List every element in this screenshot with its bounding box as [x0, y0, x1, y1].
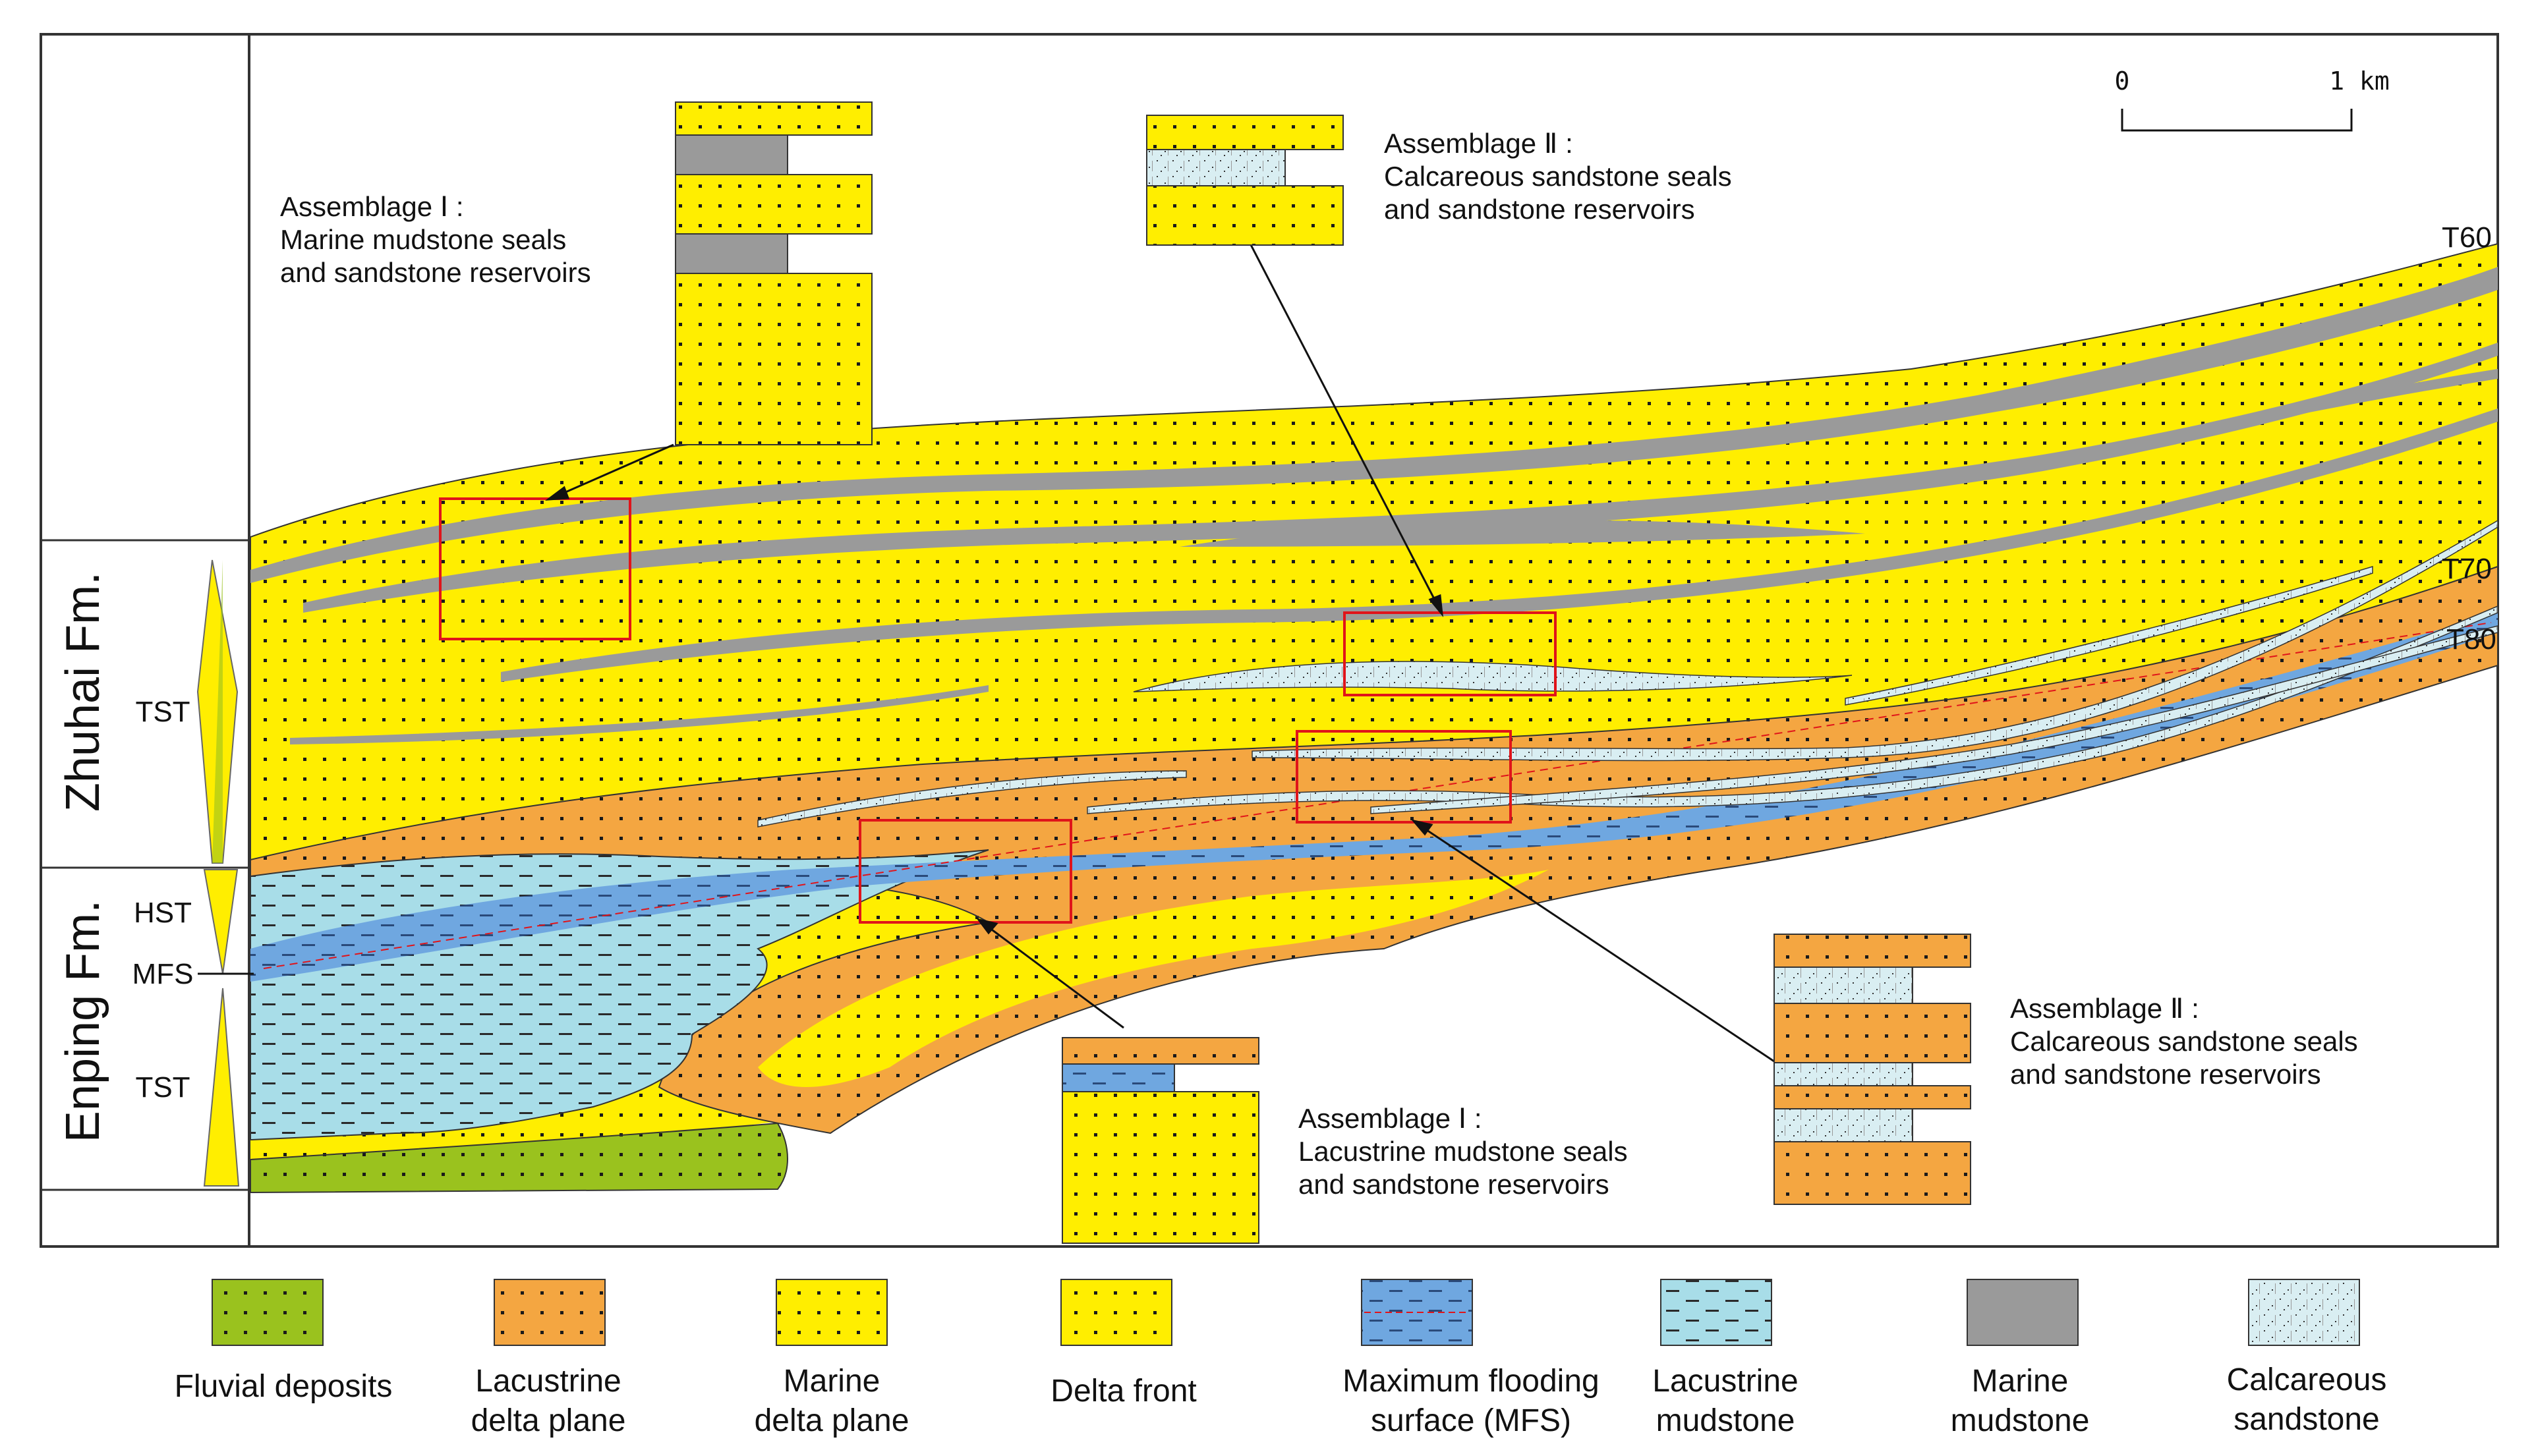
calcareous-sandstone-lens	[1370, 625, 2498, 814]
legend-item-delta-front: Delta front	[1051, 1279, 1197, 1409]
marine-mudstone-streak	[2076, 369, 2498, 461]
zhuhai-tst-wedge-shade	[212, 560, 223, 863]
scale-bar-end-label: 1 km	[2329, 67, 2390, 96]
legend-label: delta plane	[755, 1403, 909, 1438]
legend-label: sandstone	[2233, 1402, 2380, 1437]
legend-label: Lacustrine	[1652, 1364, 1798, 1399]
marine-mudstone-streak	[303, 343, 2498, 613]
assemblage-line: Calcareous sandstone seals	[2010, 1026, 2358, 1057]
fluvial-base	[250, 1122, 788, 1194]
assemblage-title: Assemblage Ⅰ :	[1298, 1103, 1482, 1134]
calcareous-sandstone-lens	[1252, 519, 2498, 762]
legend-item-mfs: Maximum flooding surface (MFS)	[1342, 1279, 1599, 1438]
assemblage-line: Calcareous sandstone seals	[1384, 161, 1732, 192]
calcareous-sandstone-lens	[1133, 661, 1853, 692]
enping-hst-wedge	[203, 869, 239, 974]
assemblage-label-2-top: Assemblage Ⅱ : Calcareous sandstone seal…	[1384, 128, 1732, 225]
assemblage-title: Assemblage Ⅱ :	[2010, 993, 2199, 1024]
assemblage-line: Lacustrine mudstone seals	[1298, 1136, 1628, 1167]
enping-formation-label: Enping Fm.	[57, 900, 109, 1142]
highlight-box-marine-assemblage-1	[439, 497, 631, 640]
legend-label: mudstone	[1656, 1403, 1795, 1438]
cross-section-body	[250, 242, 2498, 1194]
marine-mudstone-streak	[1180, 520, 1865, 547]
legend-label: Marine	[1972, 1364, 2069, 1399]
legend-item-marine-mudstone: Marine mudstone	[1951, 1279, 2090, 1438]
enping-delta-lobe	[758, 870, 1549, 1087]
legend-item-fluvial: Fluvial deposits	[175, 1279, 393, 1404]
horizon-t70-label: T70	[2442, 553, 2492, 585]
scale-bar-line	[2121, 109, 2353, 132]
calcareous-sandstone-lens	[1845, 565, 2373, 706]
legend: Fluvial deposits Lacustrine delta plane …	[175, 1279, 2387, 1438]
scale-bar: 0 1 km	[2115, 67, 2390, 132]
assemblage-line: Marine mudstone seals	[280, 224, 566, 255]
zhuhai-formation-label: Zhuhai Fm.	[57, 572, 109, 812]
enping-tst-wedge	[203, 988, 240, 1187]
mfs-band	[250, 613, 2498, 982]
column-assemblage-2-right	[1773, 934, 1971, 1205]
legend-label: Delta front	[1051, 1374, 1196, 1409]
column-assemblage-2-top	[1146, 115, 1344, 246]
zhuhai-tst-label: TST	[135, 696, 190, 728]
enping-tst-label: TST	[135, 1071, 190, 1104]
assemblage-title: Assemblage Ⅰ :	[280, 191, 464, 222]
assemblage-label-lacustrine-1: Assemblage Ⅰ : Lacustrine mudstone seals…	[1298, 1103, 1628, 1200]
assemblage-line: and sandstone reservoirs	[2010, 1059, 2321, 1090]
assemblage-line: and sandstone reservoirs	[280, 257, 591, 288]
horizon-t60-label: T60	[2442, 221, 2492, 254]
assemblage-line: and sandstone reservoirs	[1298, 1169, 1609, 1200]
enping-hst-label: HST	[134, 897, 192, 929]
assemblage-label-marine-1: Assemblage Ⅰ : Marine mudstone seals and…	[280, 191, 591, 288]
legend-item-lacustrine-mudstone: Lacustrine mudstone	[1652, 1279, 1799, 1438]
marine-mudstone-streak	[501, 408, 2498, 682]
assemblage-line: and sandstone reservoirs	[1384, 194, 1695, 225]
legend-label: Fluvial deposits	[175, 1369, 393, 1404]
calcareous-sandstone-lens	[757, 770, 1187, 827]
enping-mfs-label: MFS	[132, 958, 194, 990]
legend-label: mudstone	[1951, 1403, 2090, 1438]
legend-label: Marine	[784, 1364, 880, 1399]
legend-label: delta plane	[471, 1403, 626, 1438]
horizon-t80-label: T80	[2446, 623, 2496, 656]
highlight-box-lacustrine-assemblage-1	[859, 819, 1072, 924]
legend-label: Maximum flooding	[1342, 1364, 1599, 1399]
marine-mudstone-streak	[290, 685, 989, 744]
column-marine-assemblage-1	[675, 101, 873, 445]
scale-bar-start-label: 0	[2115, 67, 2130, 96]
column-lacustrine-assemblage-1	[1062, 1037, 1259, 1244]
leader-lines	[545, 238, 1775, 1063]
legend-item-calcareous-sandstone: Calcareous sandstone	[2227, 1279, 2387, 1437]
legend-item-marine-delta-plane: Marine delta plane	[755, 1279, 909, 1438]
highlight-box-assemblage-2-lower	[1296, 730, 1512, 824]
assemblage-title: Assemblage Ⅱ :	[1384, 128, 1573, 159]
legend-label: surface (MFS)	[1371, 1403, 1571, 1438]
legend-label: Calcareous	[2227, 1362, 2387, 1397]
legend-label: Lacustrine	[475, 1364, 621, 1399]
assemblage-label-2-right: Assemblage Ⅱ : Calcareous sandstone seal…	[2010, 993, 2358, 1090]
legend-item-lacustrine-delta-plane: Lacustrine delta plane	[471, 1279, 626, 1438]
highlight-box-assemblage-2-top	[1343, 611, 1557, 696]
